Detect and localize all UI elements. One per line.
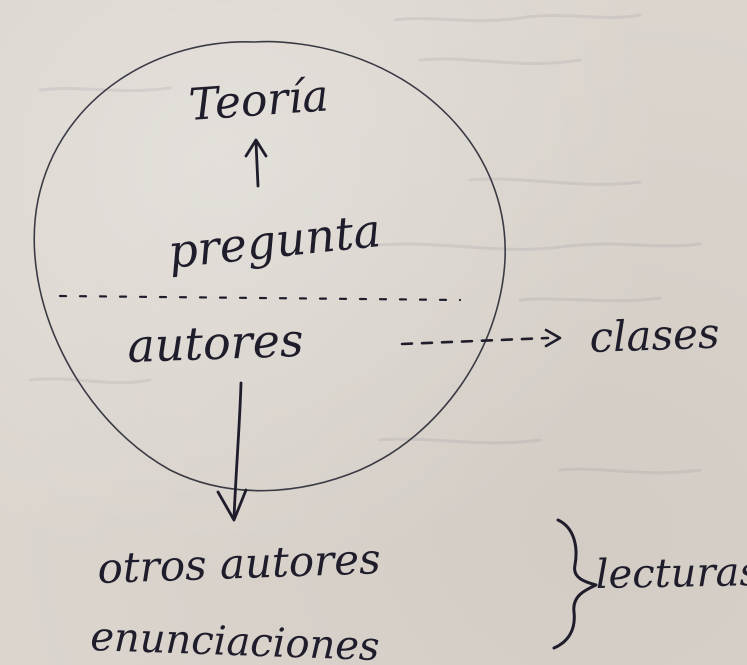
- down-arrow: [216, 381, 248, 522]
- label-autores: autores: [126, 313, 304, 373]
- dotted-separator-line: [58, 294, 462, 302]
- dashed-arrow-to-clases: [400, 328, 562, 348]
- label-lecturas: lecturas: [595, 549, 747, 598]
- curly-brace: [552, 518, 598, 650]
- pencil-circle: [33, 40, 506, 492]
- label-teoria: Teoría: [187, 70, 330, 131]
- label-otros-autores: otros autores: [97, 534, 382, 593]
- label-clases: clases: [589, 308, 721, 362]
- up-arrow: [244, 138, 268, 188]
- bleed-through-marks: [28, 13, 702, 475]
- label-enunciaciones: enunciaciones: [90, 614, 381, 665]
- label-pregunta: pregunta: [166, 203, 384, 279]
